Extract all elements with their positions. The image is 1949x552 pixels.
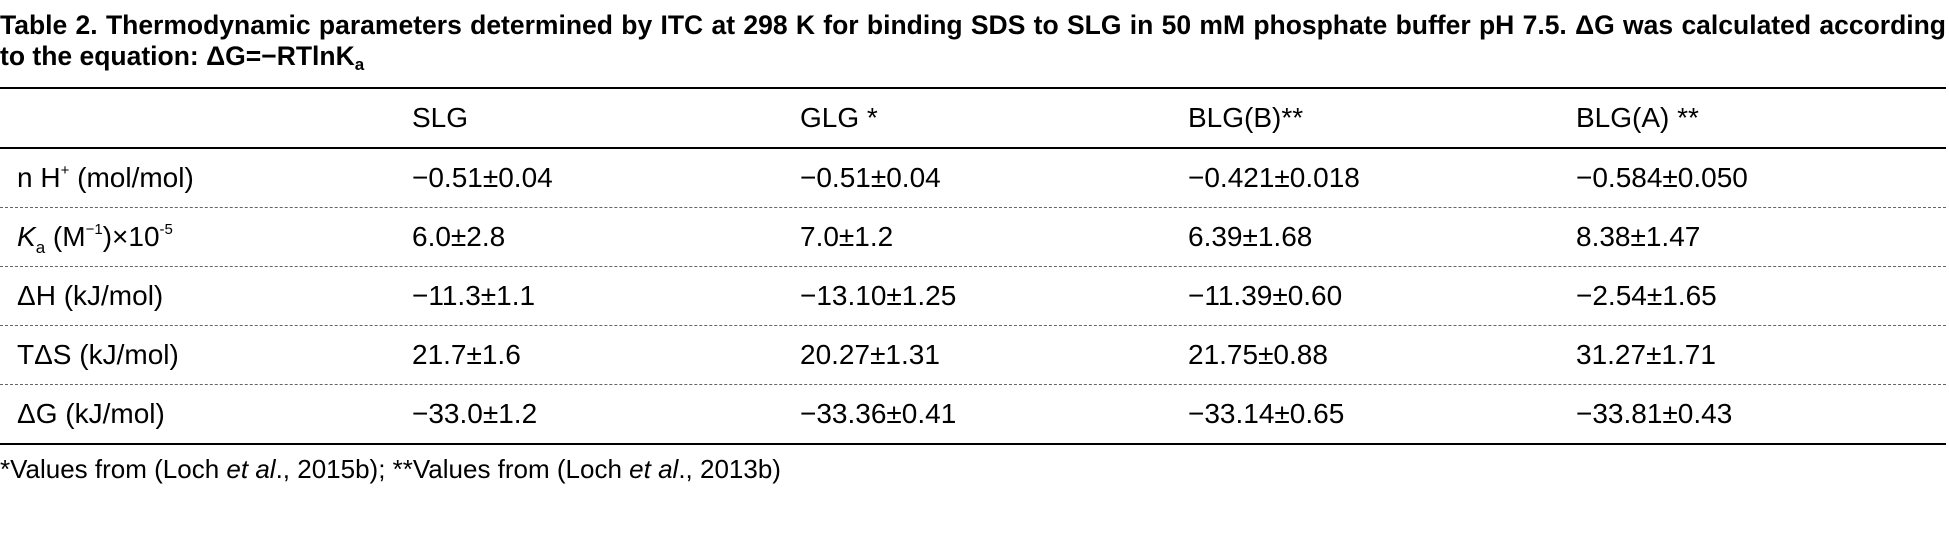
- table-cell: 6.39±1.68: [1188, 221, 1313, 252]
- row-label-subscript: a: [35, 238, 46, 257]
- table-row-delta-h: ΔH (kJ/mol) −11.3±1.1 −13.10±1.25 −11.39…: [0, 266, 1946, 325]
- footnote-italic: et al: [629, 454, 679, 484]
- row-label-n-h: n H+ (mol/mol): [17, 149, 194, 207]
- column-header-blg-a: BLG(A) **: [1576, 102, 1699, 133]
- table-cell: 8.38±1.47: [1576, 221, 1701, 252]
- table-cell: −33.81±0.43: [1576, 398, 1733, 429]
- caption-subscript: a: [354, 55, 365, 74]
- row-label-delta-g: ΔG (kJ/mol): [17, 398, 165, 429]
- table-cell: −0.421±0.018: [1188, 162, 1360, 193]
- caption-text: Table 2. Thermodynamic parameters determ…: [0, 10, 1946, 71]
- row-label-multiplier-exponent: -5: [159, 221, 173, 238]
- table-cell: 6.0±2.8: [412, 221, 506, 252]
- table-cell: 7.0±1.2: [800, 221, 894, 252]
- footnote-text: ., 2013b): [678, 454, 781, 484]
- footnote-text: *Values from (Loch: [0, 454, 227, 484]
- column-header-slg: SLG: [412, 102, 469, 133]
- row-label-unit-open: (M: [45, 221, 86, 252]
- footnote-text: ., 2015b); **Values from (Loch: [275, 454, 630, 484]
- footnote-italic: et al: [226, 454, 276, 484]
- table-row-delta-g: ΔG (kJ/mol) −33.0±1.2 −33.36±0.41 −33.14…: [0, 384, 1946, 443]
- table-cell: −13.10±1.25: [800, 280, 957, 311]
- table-cell: −2.54±1.65: [1576, 280, 1717, 311]
- row-label-unit-exponent: −1: [85, 221, 103, 238]
- row-label-ka: Ka (M−1)×10-5: [17, 208, 173, 266]
- table-row-ka: Ka (M−1)×10-5 6.0±2.8 7.0±1.2 6.39±1.68 …: [0, 207, 1946, 266]
- table-cell: −33.14±0.65: [1188, 398, 1345, 429]
- table-caption: Table 2. Thermodynamic parameters determ…: [0, 10, 1946, 74]
- column-header-blg-b: BLG(B)**: [1188, 102, 1304, 133]
- column-header-glg: GLG *: [800, 102, 878, 133]
- table-cell: 21.7±1.6: [412, 339, 521, 370]
- data-table: SLG GLG * BLG(B)** BLG(A) ** n H+ (mol/m…: [0, 87, 1946, 445]
- row-label-unit: (mol/mol): [69, 162, 194, 193]
- row-label-multiplier: )×10: [102, 221, 160, 252]
- table-cell: −33.0±1.2: [412, 398, 538, 429]
- table-cell: −0.584±0.050: [1576, 162, 1748, 193]
- table-cell: 20.27±1.31: [800, 339, 940, 370]
- table-cell: −0.51±0.04: [412, 162, 553, 193]
- row-label-delta-h: ΔH (kJ/mol): [17, 280, 164, 311]
- table-row-t-delta-s: TΔS (kJ/mol) 21.7±1.6 20.27±1.31 21.75±0…: [0, 325, 1946, 384]
- table-cell: −11.39±0.60: [1188, 280, 1343, 311]
- table-cell: 21.75±0.88: [1188, 339, 1328, 370]
- table-cell: −11.3±1.1: [412, 280, 536, 311]
- table-row-n-h: n H+ (mol/mol) −0.51±0.04 −0.51±0.04 −0.…: [0, 149, 1946, 207]
- table-cell: −33.36±0.41: [800, 398, 957, 429]
- table-header-row: SLG GLG * BLG(B)** BLG(A) **: [0, 89, 1946, 149]
- row-label-superscript: +: [60, 162, 70, 179]
- table-footnote: *Values from (Loch et al., 2015b); **Val…: [0, 452, 781, 486]
- row-label-symbol: K: [17, 221, 36, 252]
- table-cell: −0.51±0.04: [800, 162, 941, 193]
- table-cell: 31.27±1.71: [1576, 339, 1716, 370]
- row-label-t-delta-s: TΔS (kJ/mol): [17, 339, 179, 370]
- row-label-text: n H: [17, 162, 61, 193]
